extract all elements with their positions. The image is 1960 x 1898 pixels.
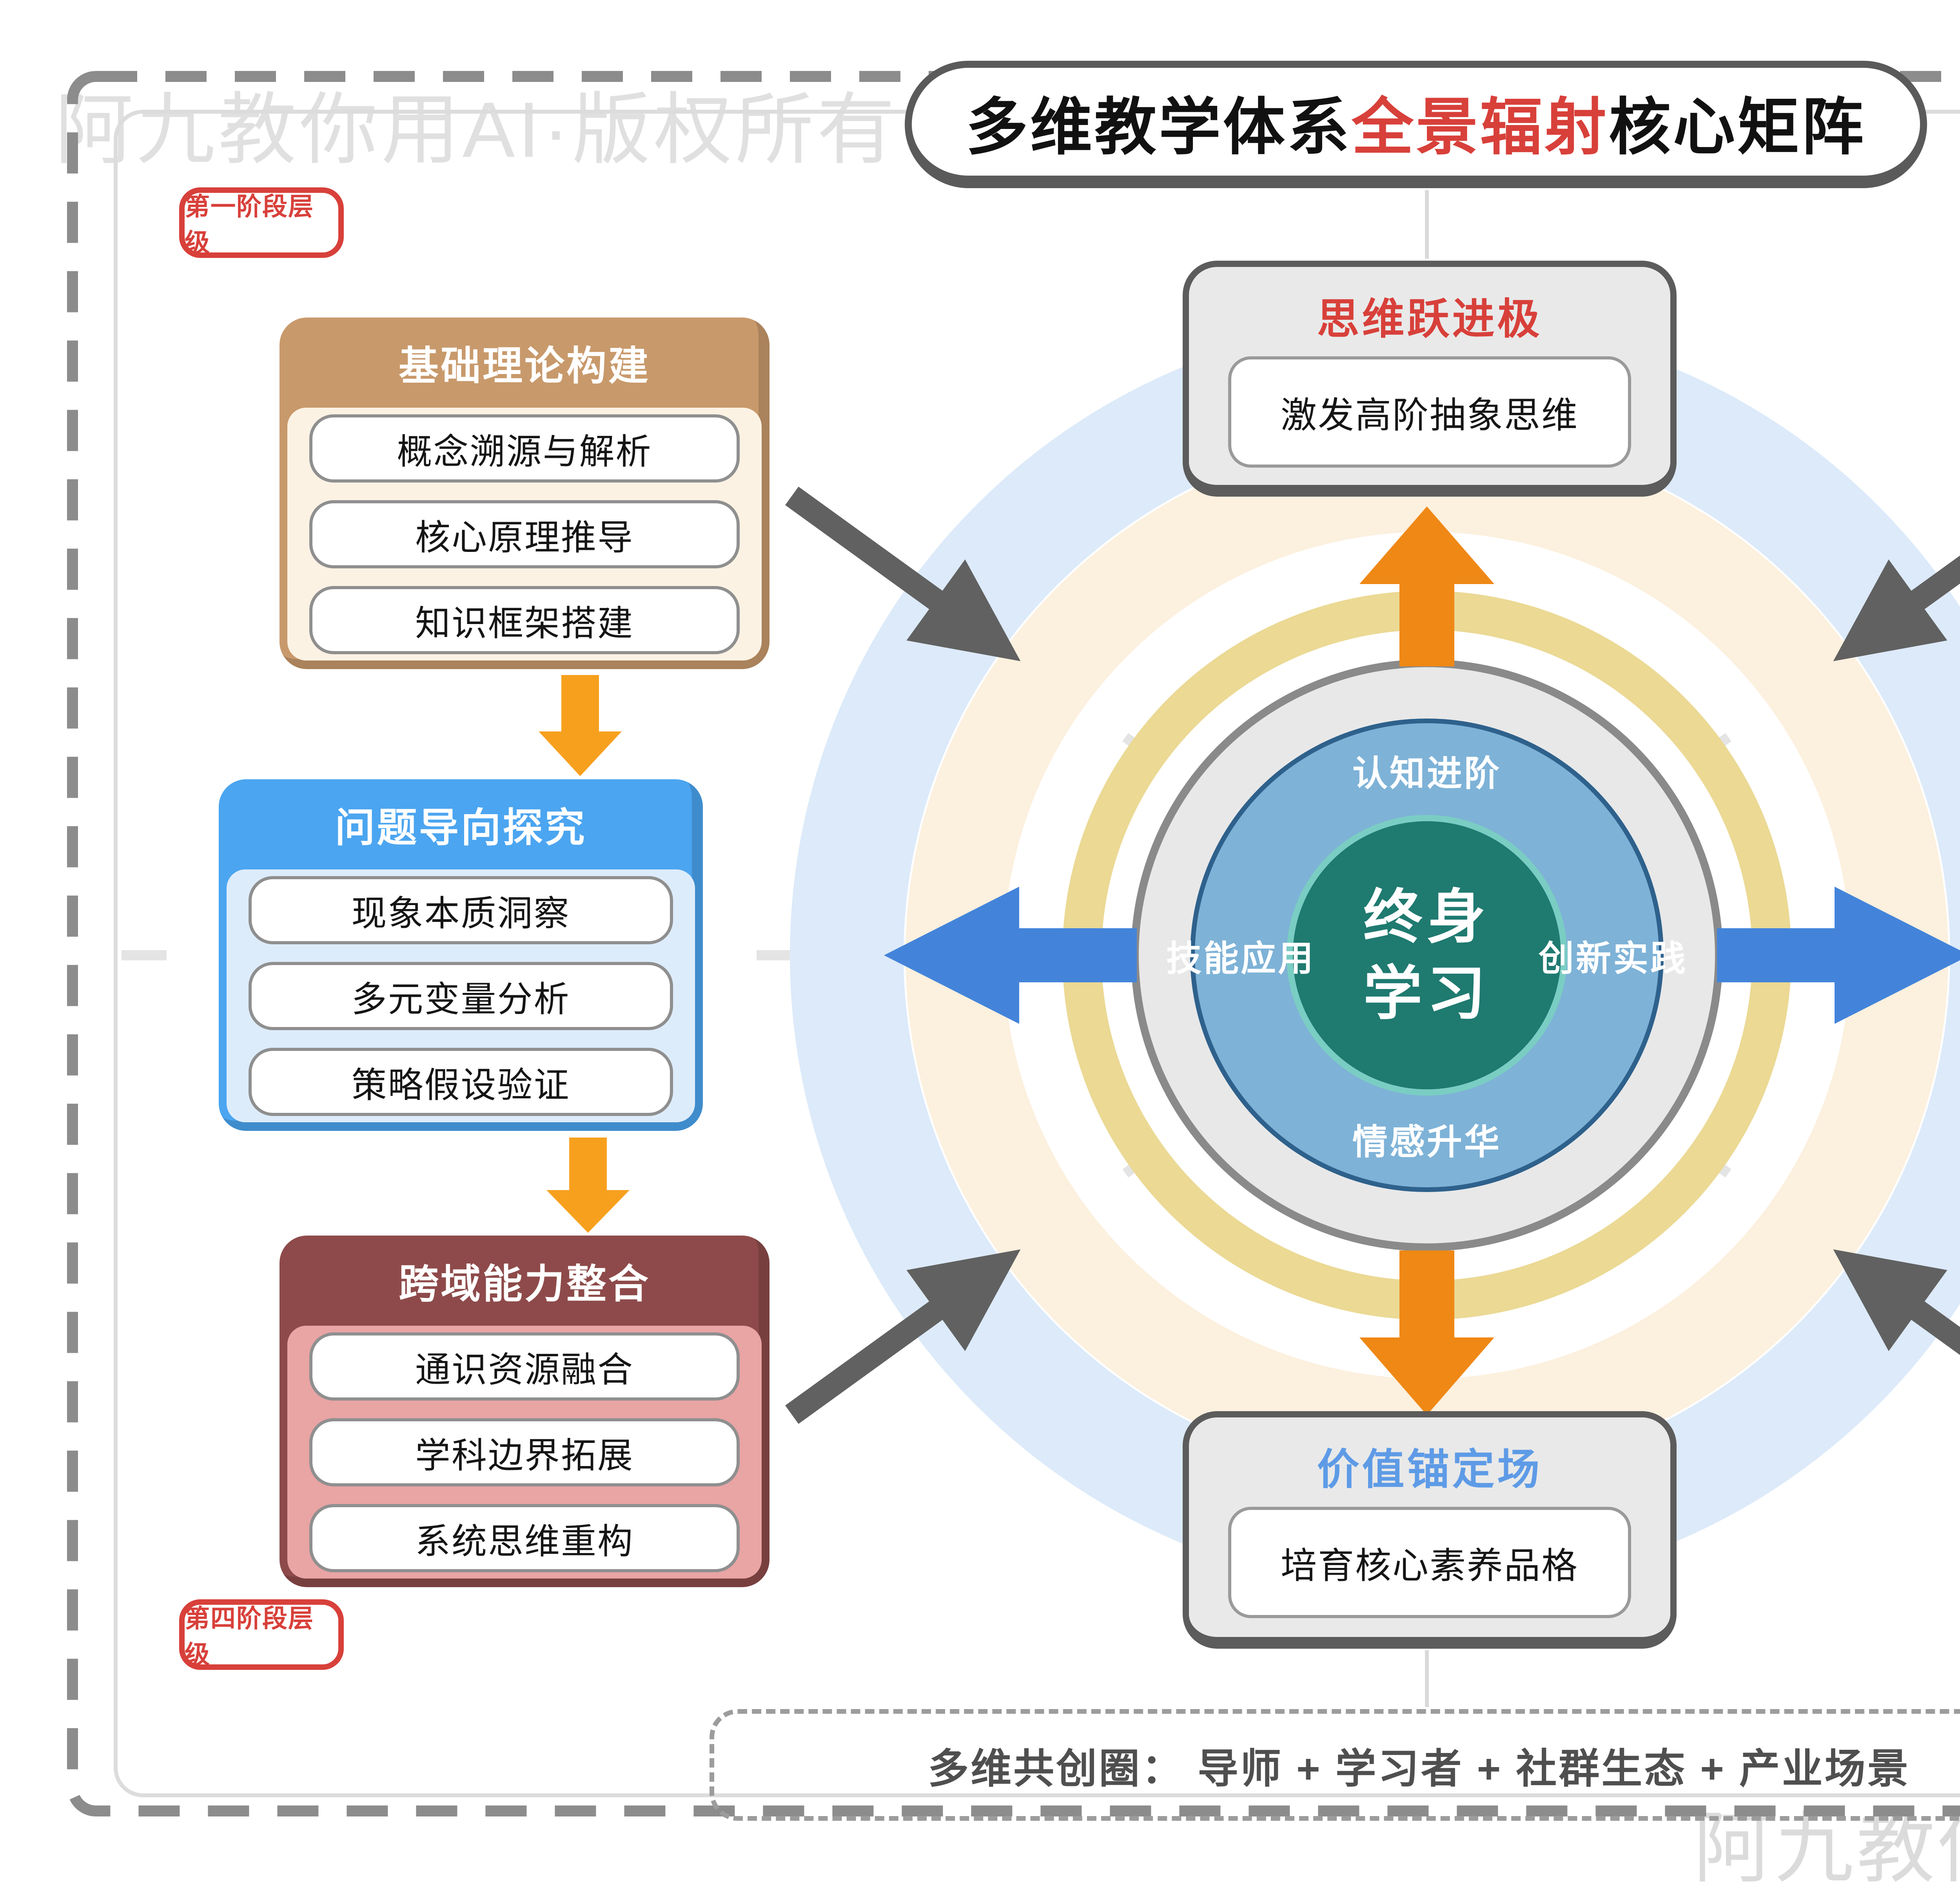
page-title: 多维教学体系全景辐射核心矩阵 <box>905 61 1927 188</box>
arrow-down-orange <box>1359 1250 1494 1415</box>
arrow-left-flow-1 <box>539 675 622 776</box>
arrow-diagonal-tl <box>785 486 1021 661</box>
panel-title: 跨域能力整合 <box>399 1261 650 1306</box>
list-item: 策略假设验证 <box>249 1047 673 1116</box>
apex-panel-item: 培育核心素养品格 <box>1228 1507 1631 1618</box>
ring-label-right: 创新实践 <box>1539 939 1688 978</box>
panel-basic-theory: 基础理论构建 概念溯源与解析 核心原理推导 知识框架搭建 <box>279 318 769 669</box>
panel-cross-domain: 跨域能力整合 通识资源融合 学科边界拓展 系统思维重构 <box>279 1236 769 1587</box>
footer-cocreation-circle: 多维共创圈： 导师 + 学习者 + 社群生态 + 产业场景 <box>710 1709 1960 1821</box>
outer-dashed-border <box>67 71 1960 1816</box>
list-item: 学科边界拓展 <box>309 1418 740 1486</box>
panel-title: 问题导向探究 <box>335 805 587 850</box>
list-item: 知识框架搭建 <box>309 586 740 654</box>
ring-label-bottom: 情感升华 <box>1352 1123 1501 1162</box>
arrow-diagonal-tr <box>1833 555 1960 661</box>
apex-panel-title: 价值锚定场 <box>1317 1446 1543 1493</box>
core-label: 终身 学习 <box>1363 879 1490 1032</box>
list-item: 核心原理推导 <box>309 500 740 568</box>
list-item: 系统思维重构 <box>309 1504 740 1572</box>
list-item: 概念溯源与解析 <box>309 414 740 483</box>
stage-label-1: 第一阶段层级 <box>179 187 344 258</box>
list-item: 多元变量分析 <box>249 962 673 1030</box>
arrow-left-blue <box>884 887 1137 1024</box>
core-label-line2: 学习 <box>1363 960 1491 1026</box>
stage-label-4: 第四阶段层级 <box>179 1599 344 1670</box>
apex-panel-item: 激发高阶抽象思维 <box>1228 356 1631 468</box>
arrow-diagonal-br <box>1833 1249 1960 1355</box>
ring-label-left: 技能应用 <box>1166 939 1315 978</box>
arrow-up-orange <box>1359 506 1494 666</box>
arrow-left-flow-2 <box>546 1138 630 1233</box>
arrow-right-blue <box>1717 887 1960 1024</box>
core-label-line1: 终身 <box>1363 884 1491 950</box>
apex-panel-bottom: 价值锚定场 培育核心素养品格 <box>1183 1411 1677 1649</box>
apex-panel-title: 思维跃进极 <box>1317 295 1543 343</box>
title-highlight: 全景辐射 <box>1352 93 1609 162</box>
apex-panel-top: 思维跃进极 激发高阶抽象思维 <box>1183 261 1677 497</box>
panel-title: 基础理论构建 <box>399 343 650 388</box>
hub-core-circle <box>1287 815 1567 1096</box>
arrow-diagonal-bl <box>785 1249 1021 1424</box>
list-item: 通识资源融合 <box>309 1332 740 1401</box>
title-prefix: 多维教学体系 <box>966 93 1352 162</box>
ring-label-top: 认知进阶 <box>1352 754 1501 793</box>
panel-problem-inquiry: 问题导向探究 现象本质洞察 多元变量分析 策略假设验证 <box>219 779 703 1131</box>
list-item: 现象本质洞察 <box>249 876 673 944</box>
title-suffix: 核心矩阵 <box>1609 93 1866 162</box>
